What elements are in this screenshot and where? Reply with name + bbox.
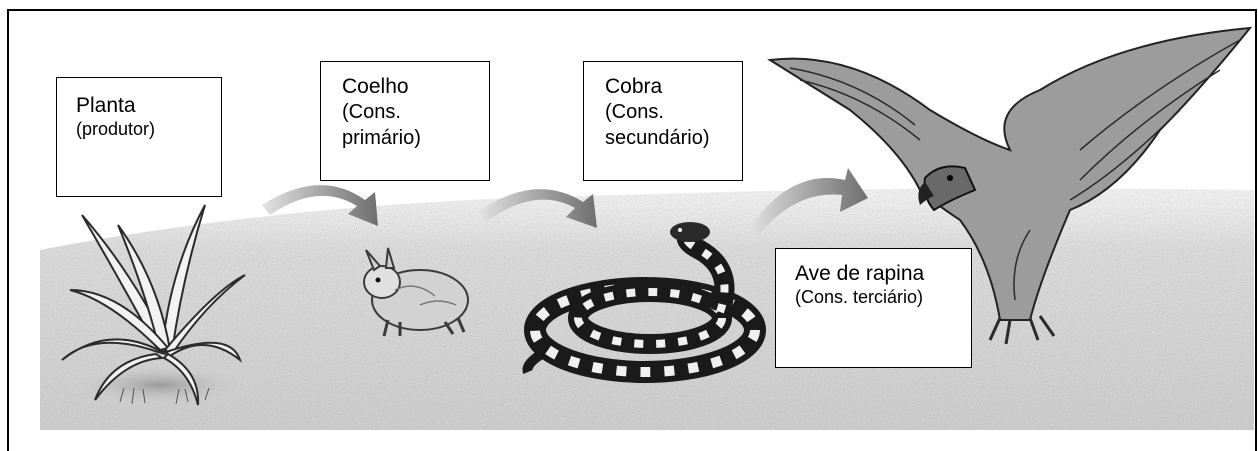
label-cobra: Cobra (Cons. secundário) xyxy=(583,61,743,181)
label-planta: Planta (produtor) xyxy=(56,77,222,197)
label-cobra-name: Cobra xyxy=(605,75,732,99)
label-ave-de-rapina: Ave de rapina (Cons. terciário) xyxy=(775,248,972,368)
label-coelho: Coelho (Cons. primário) xyxy=(320,61,490,181)
label-coelho-role: (Cons. primário) xyxy=(342,99,477,151)
label-coelho-name: Coelho xyxy=(342,75,477,99)
label-cobra-role: (Cons. secundário) xyxy=(605,99,732,151)
label-ave-role: (Cons. terciário) xyxy=(795,286,963,309)
label-planta-name: Planta xyxy=(76,94,221,118)
label-ave-name: Ave de rapina xyxy=(795,262,963,286)
label-planta-role: (produtor) xyxy=(76,118,221,141)
